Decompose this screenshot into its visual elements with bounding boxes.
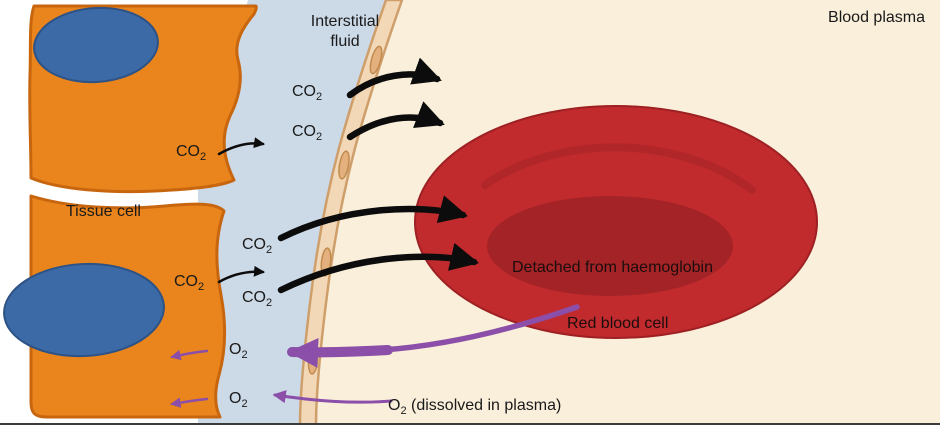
co2-label: CO2 bbox=[174, 273, 205, 294]
capillary-wall-nucleus bbox=[369, 45, 383, 75]
co2-arrow-small bbox=[217, 137, 265, 156]
tissue-cell-nucleus bbox=[33, 6, 159, 84]
co2-arrow bbox=[277, 195, 469, 242]
o2-label: O2 bbox=[229, 341, 248, 362]
blood-plasma-label: Blood plasma bbox=[828, 9, 925, 26]
o2-label: O2 bbox=[229, 390, 248, 411]
o2-arrow-tiny bbox=[170, 397, 209, 408]
co2-arrow bbox=[277, 242, 480, 294]
tissue-cell-label: Tissue cell bbox=[66, 203, 141, 220]
red-blood-cell-inner-shade bbox=[487, 196, 733, 296]
co2-arrow bbox=[346, 57, 442, 99]
co2-label: CO2 bbox=[292, 123, 323, 144]
o2-dissolved-label: O2 (dissolved in plasma) bbox=[388, 397, 562, 418]
tissue-cell-nucleus bbox=[3, 262, 165, 358]
o2-arrow-tiny bbox=[170, 349, 209, 361]
capillary-wall bbox=[298, 0, 404, 423]
co2-label: CO2 bbox=[242, 236, 273, 257]
capillary-wall-nucleus bbox=[338, 150, 350, 180]
o2-arrow-big bbox=[287, 337, 393, 368]
co2-label: CO2 bbox=[242, 289, 273, 310]
red-blood-cell-top-shade bbox=[481, 143, 756, 194]
o2-arrow-thin bbox=[272, 390, 393, 404]
interstitial-fluid-label: Interstitial fluid bbox=[310, 13, 380, 50]
detached-from-haemoglobin-label: Detached from haemoglobin bbox=[512, 259, 714, 276]
red-blood-cell-label: Red blood cell bbox=[567, 315, 669, 332]
co2-arrow bbox=[346, 101, 445, 141]
co2-arrow-small bbox=[217, 265, 265, 284]
co2-label: CO2 bbox=[176, 143, 207, 164]
co2-label: CO2 bbox=[292, 83, 323, 104]
o2-arrow-big-tail bbox=[379, 304, 580, 353]
